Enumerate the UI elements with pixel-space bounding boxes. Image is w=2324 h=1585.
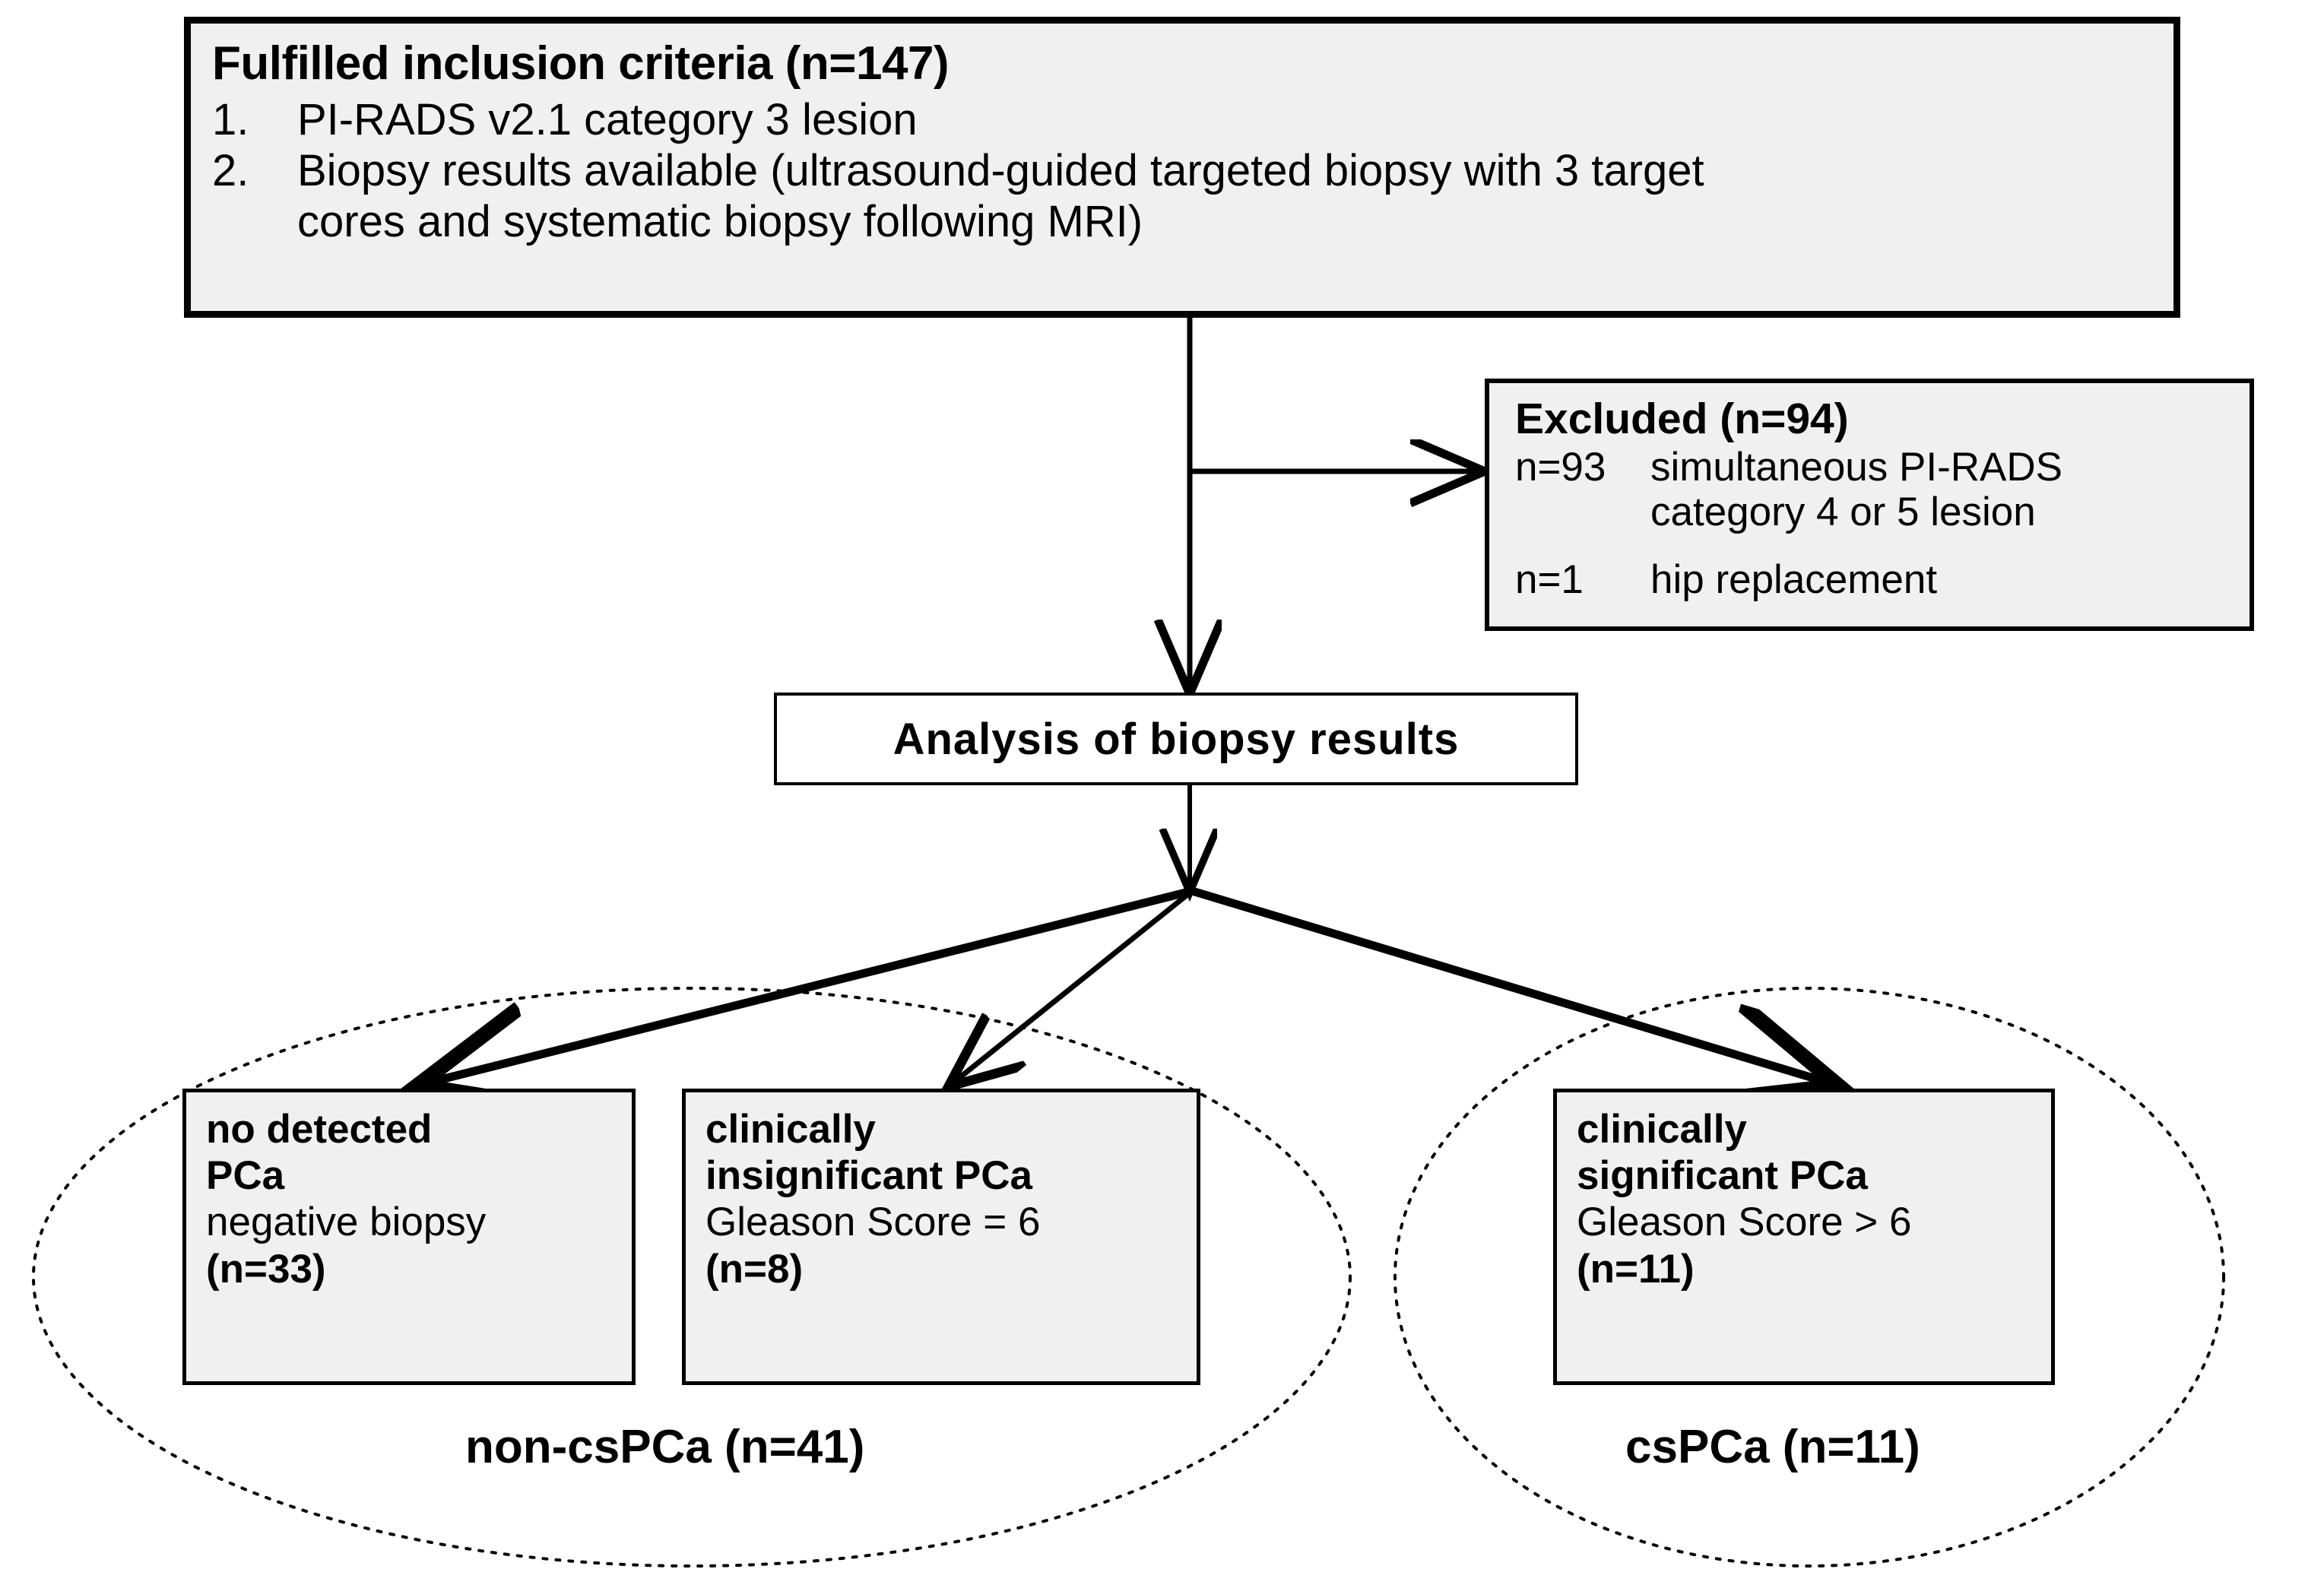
outcome-3-line-2: significant PCa [1577, 1153, 1868, 1199]
outcome-1-line-3: negative biopsy [206, 1200, 487, 1245]
criterion-1-number: 1. [212, 94, 249, 144]
excluded-reason-1-count: n=93 [1515, 444, 1606, 490]
group-label-non-cspca: non-csPCa (n=41) [465, 1421, 865, 1473]
analysis-label: Analysis of biopsy results [893, 714, 1460, 764]
excluded-box: Excluded (n=94) n=93 simultaneous PI-RAD… [1485, 379, 2254, 631]
inclusion-criterion-2: 2. Biopsy results available (ultrasound-… [212, 145, 2157, 248]
inclusion-criteria-box: Fulfilled inclusion criteria (n=147) 1. … [184, 17, 2180, 318]
outcome-box-clinically-insignificant-pca: clinically insignificant PCa Gleason Sco… [682, 1089, 1200, 1385]
connector-to-outcome-3 [1191, 886, 1831, 1083]
excluded-reason-1: n=93 simultaneous PI-RADS [1515, 445, 2249, 490]
criterion-2-line-1: Biopsy results available (ultrasound-gui… [297, 146, 1704, 196]
outcome-2-line-1: clinically [705, 1107, 876, 1152]
outcome-1-line-1: no detected [206, 1107, 433, 1152]
analysis-box: Analysis of biopsy results [774, 693, 1578, 785]
criterion-2-line-2: cores and systematic biopsy following MR… [297, 197, 1143, 247]
connector-to-outcome-1 [426, 886, 1194, 1083]
outcome-3-line-3: Gleason Score > 6 [1577, 1200, 1912, 1245]
excluded-reason-2-count: n=1 [1515, 557, 1584, 603]
outcome-3-line-1: clinically [1577, 1107, 1747, 1152]
inclusion-criterion-1: 1. PI-RADS v2.1 category 3 lesion [212, 94, 2157, 145]
criterion-2-text: Biopsy results available (ultrasound-gui… [297, 145, 2157, 248]
group-label-cspca: csPCa (n=11) [1625, 1421, 1920, 1473]
excluded-reason-2: n=1 hip replacement [1515, 557, 2249, 602]
excluded-title: Excluded (n=94) [1515, 395, 1849, 443]
outcome-1-count: (n=33) [206, 1246, 326, 1292]
outcome-2-count: (n=8) [705, 1246, 804, 1292]
outcome-box-no-detected-pca: no detected PCa negative biopsy (n=33) [182, 1089, 636, 1385]
outcome-1-line-2: PCa [206, 1153, 285, 1199]
outcome-box-clinically-significant-pca: clinically significant PCa Gleason Score… [1553, 1089, 2055, 1385]
excluded-reason-2-text: hip replacement [1650, 557, 1938, 603]
criterion-2-number: 2. [212, 146, 249, 196]
excluded-reason-1-text: simultaneous PI-RADS [1650, 444, 2062, 490]
outcome-2-line-2: insignificant PCa [705, 1153, 1032, 1199]
outcome-2-line-3: Gleason Score = 6 [705, 1200, 1041, 1245]
connector-to-outcome-2 [953, 889, 1194, 1083]
criterion-1-text: PI-RADS v2.1 category 3 lesion [297, 94, 918, 144]
excluded-reason-1-text-cont: category 4 or 5 lesion [1650, 490, 2036, 535]
inclusion-title: Fulfilled inclusion criteria (n=147) [212, 37, 950, 90]
outcome-3-count: (n=11) [1577, 1246, 1695, 1292]
